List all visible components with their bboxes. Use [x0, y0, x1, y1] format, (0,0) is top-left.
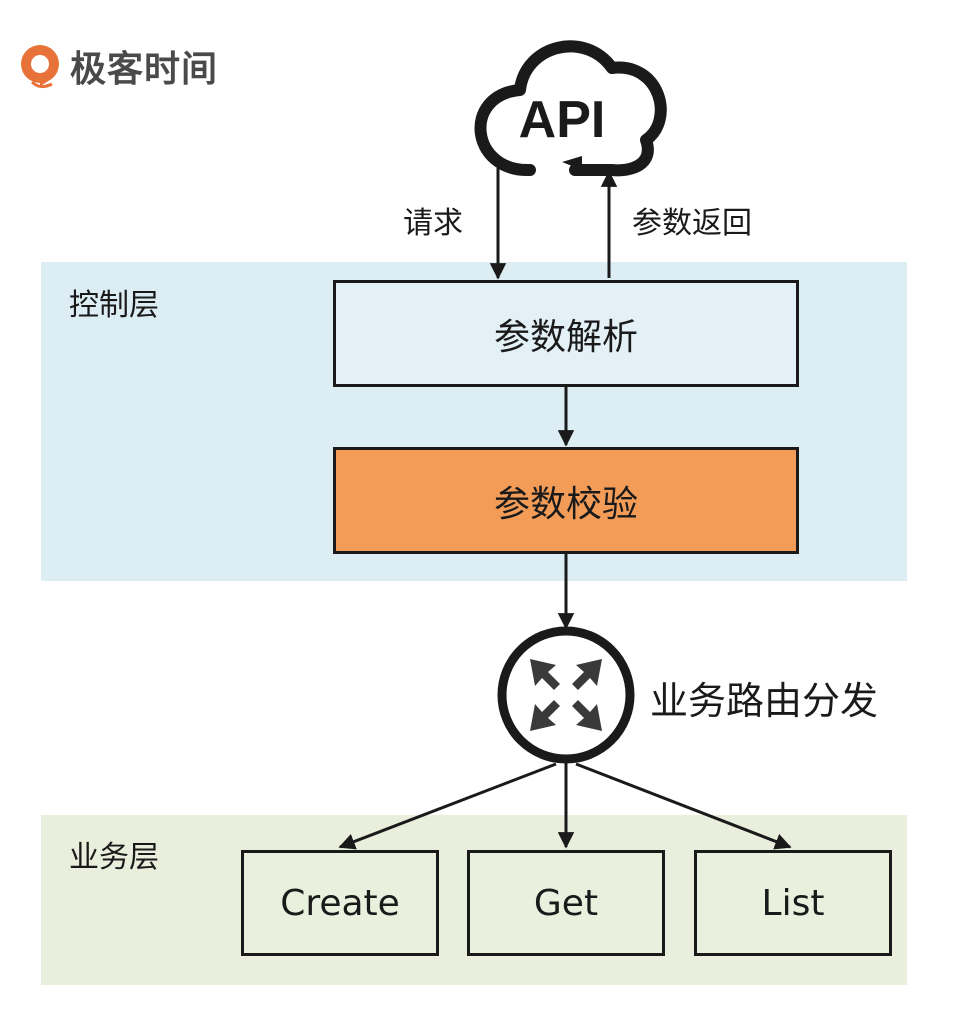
service-create-label: Create: [280, 882, 400, 924]
parse-step-box: 参数解析: [333, 280, 799, 387]
validate-step-label: 参数校验: [493, 483, 638, 525]
router-arrows-icon: [497, 626, 635, 764]
router-to-create-arrow: [338, 762, 557, 850]
cloud-icon: [474, 40, 667, 177]
service-create-box: Create: [241, 850, 439, 956]
business-layer-label: 业务层: [69, 840, 159, 875]
service-list-box: List: [694, 850, 892, 956]
parse-step-label: 参数解析: [493, 316, 638, 358]
router-to-list-arrow: [575, 762, 792, 850]
return-label: 参数返回: [632, 206, 752, 241]
service-get-label: Get: [533, 882, 599, 924]
brand-logo: 极客时间: [18, 40, 218, 92]
router-label: 业务路由分发: [650, 679, 879, 723]
brand-name: 极客时间: [70, 49, 219, 90]
geektime-logo-icon: [21, 45, 59, 89]
cloud-label: API: [519, 91, 606, 149]
request-label: 请求: [403, 206, 463, 241]
service-get-box: Get: [467, 850, 665, 956]
validate-step-box: 参数校验: [333, 447, 799, 554]
control-layer-label: 控制层: [69, 288, 159, 323]
service-list-label: List: [761, 882, 825, 924]
